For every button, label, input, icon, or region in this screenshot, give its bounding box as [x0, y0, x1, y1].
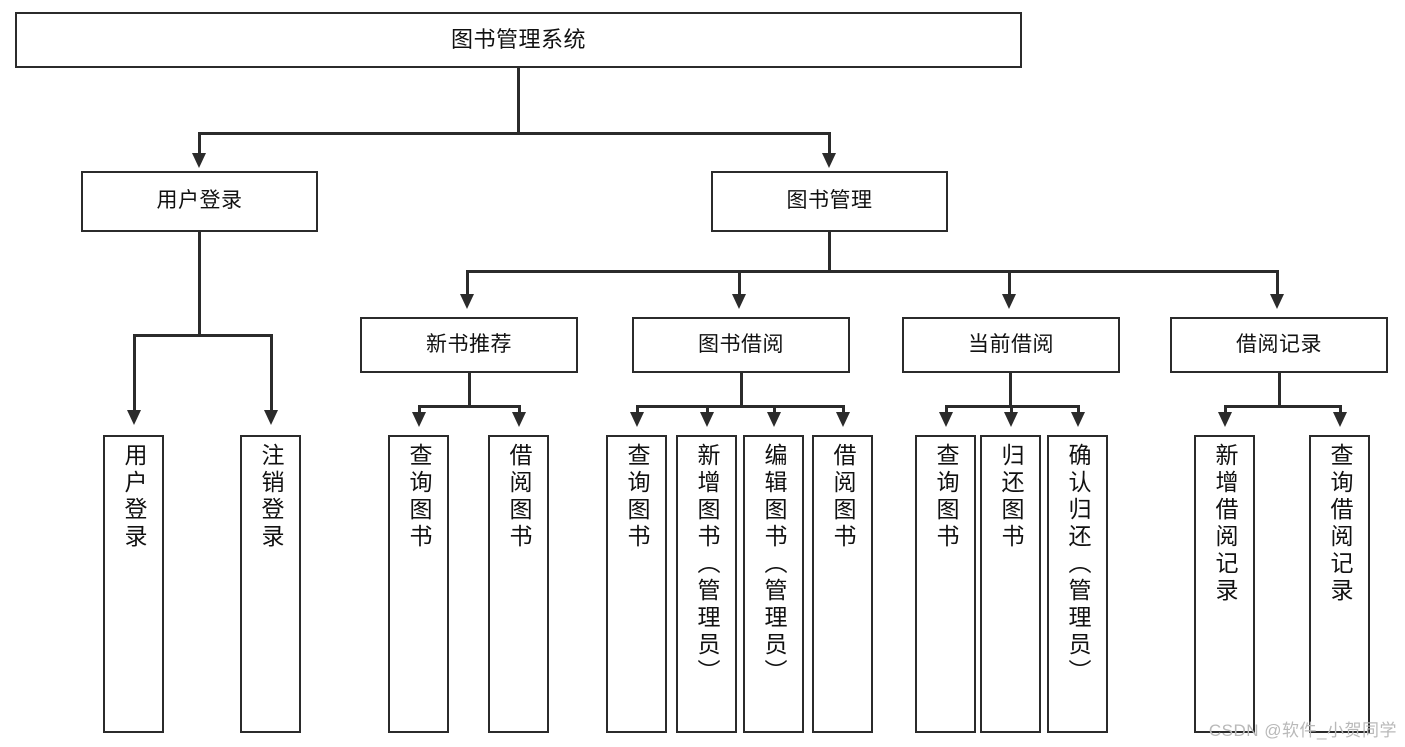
arrow-to-borrow-record: [1270, 294, 1284, 309]
arrow-to-nbr-leaf-1: [412, 412, 426, 427]
node-label: 新书推荐: [426, 332, 512, 356]
connector-bb-leg-4: [842, 405, 845, 415]
connector-br-leg-1: [1224, 405, 1227, 415]
leaf-label: 查询图书: [406, 443, 432, 551]
leaf-nbr-borrow-book[interactable]: 借阅图书: [488, 435, 549, 733]
arrow-to-new-book-recommend: [460, 294, 474, 309]
connector-bm-leg-4: [1276, 270, 1279, 298]
node-label: 图书管理系统: [450, 27, 586, 53]
connector-root-bus: [198, 132, 831, 135]
leaf-label: 查询图书: [933, 443, 959, 551]
node-label: 借阅记录: [1236, 332, 1322, 356]
leaf-cb-return-book[interactable]: 归还图书: [980, 435, 1041, 733]
leaf-label: 注销登录: [258, 443, 284, 551]
leaf-label: 确认归还（管理员）: [1065, 443, 1091, 686]
arrow-to-bb-leaf-1: [630, 412, 644, 427]
arrow-to-br-leaf-2: [1333, 412, 1347, 427]
connector-nbr-stem: [468, 373, 471, 408]
leaf-label: 查询图书: [624, 443, 650, 551]
arrow-to-br-leaf-1: [1218, 412, 1232, 427]
connector-bb-leg-2: [706, 405, 709, 415]
arrow-to-book-borrow: [732, 294, 746, 309]
connector-bm-leg-2: [738, 270, 741, 298]
connector-nbr-bus: [418, 405, 521, 408]
connector-cb-leg-1: [945, 405, 948, 415]
arrow-to-bb-leaf-2: [700, 412, 714, 427]
leaf-label: 新增借阅记录: [1212, 443, 1238, 605]
leaf-bb-edit-book-admin[interactable]: 编辑图书（管理员）: [743, 435, 804, 733]
connector-bb-stem: [740, 373, 743, 408]
leaf-label: 借阅图书: [830, 443, 856, 551]
leaf-label: 查询借阅记录: [1327, 443, 1353, 605]
node-new-book-recommend[interactable]: 新书推荐: [360, 317, 578, 373]
leaf-bb-query-book[interactable]: 查询图书: [606, 435, 667, 733]
node-label: 图书管理: [786, 189, 873, 213]
leaf-cb-confirm-return-admin[interactable]: 确认归还（管理员）: [1047, 435, 1108, 733]
node-book-management[interactable]: 图书管理: [711, 171, 948, 232]
connector-nbr-leg-1: [418, 405, 421, 415]
arrow-to-current-borrow: [1002, 294, 1016, 309]
connector-root-leg-left: [198, 132, 201, 157]
connector-root-leg-right: [828, 132, 831, 157]
connector-user-login-bus: [133, 334, 273, 337]
connector-cb-stem: [1009, 373, 1012, 408]
node-label: 当前借阅: [968, 332, 1054, 356]
arrow-to-user-login-leaf: [127, 410, 141, 425]
arrow-to-bb-leaf-3: [767, 412, 781, 427]
connector-br-stem: [1278, 373, 1281, 408]
arrow-to-cb-leaf-2: [1004, 412, 1018, 427]
leaf-br-add-record[interactable]: 新增借阅记录: [1194, 435, 1255, 733]
leaf-label: 借阅图书: [506, 443, 532, 551]
connector-bb-bus: [636, 405, 844, 408]
leaf-br-query-record[interactable]: 查询借阅记录: [1309, 435, 1370, 733]
arrow-to-logout-leaf: [264, 410, 278, 425]
connector-user-login-stem: [198, 232, 201, 336]
connector-root-stem: [517, 68, 520, 134]
connector-br-bus: [1224, 405, 1342, 408]
arrow-to-cb-leaf-3: [1071, 412, 1085, 427]
leaf-cb-query-book[interactable]: 查询图书: [915, 435, 976, 733]
connector-user-login-leg-1: [133, 334, 136, 414]
connector-bb-leg-1: [636, 405, 639, 415]
node-borrow-record[interactable]: 借阅记录: [1170, 317, 1388, 373]
connector-cb-leg-2: [1010, 405, 1013, 415]
arrow-to-book-management: [822, 153, 836, 168]
arrow-to-nbr-leaf-2: [512, 412, 526, 427]
leaf-user-login[interactable]: 用户登录: [103, 435, 164, 733]
connector-cb-leg-3: [1077, 405, 1080, 415]
node-user-login[interactable]: 用户登录: [81, 171, 318, 232]
node-root-book-management-system[interactable]: 图书管理系统: [15, 12, 1022, 68]
connector-bm-leg-1: [466, 270, 469, 298]
leaf-label: 新增图书（管理员）: [694, 443, 720, 686]
leaf-logout[interactable]: 注销登录: [240, 435, 301, 733]
connector-bm-leg-3: [1008, 270, 1011, 298]
leaf-label: 编辑图书（管理员）: [761, 443, 787, 686]
connector-book-management-stem: [828, 232, 831, 272]
connector-book-management-bus: [466, 270, 1279, 273]
leaf-bb-add-book-admin[interactable]: 新增图书（管理员）: [676, 435, 737, 733]
node-book-borrow[interactable]: 图书借阅: [632, 317, 850, 373]
connector-bb-leg-3: [773, 405, 776, 415]
leaf-label: 用户登录: [121, 443, 147, 551]
csdn-watermark: CSDN @软件_小贺同学: [1208, 721, 1397, 740]
leaf-bb-borrow-book[interactable]: 借阅图书: [812, 435, 873, 733]
node-label: 图书借阅: [698, 332, 784, 356]
node-current-borrow[interactable]: 当前借阅: [902, 317, 1120, 373]
arrow-to-bb-leaf-4: [836, 412, 850, 427]
connector-nbr-leg-2: [518, 405, 521, 415]
leaf-label: 归还图书: [998, 443, 1024, 551]
arrow-to-cb-leaf-1: [939, 412, 953, 427]
arrow-to-user-login: [192, 153, 206, 168]
node-label: 用户登录: [156, 189, 243, 213]
connector-user-login-leg-2: [270, 334, 273, 414]
connector-br-leg-2: [1339, 405, 1342, 415]
leaf-nbr-query-book[interactable]: 查询图书: [388, 435, 449, 733]
